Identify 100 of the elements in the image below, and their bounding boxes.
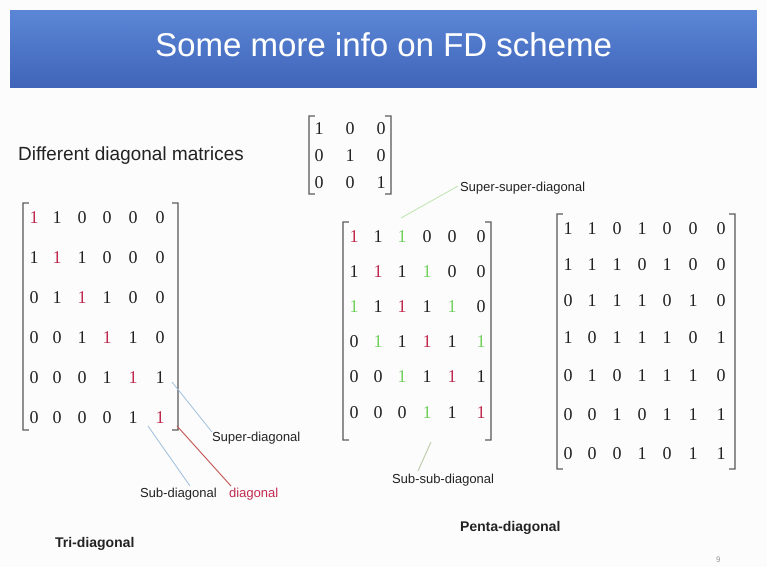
callout-label: Super-super-diagonal <box>460 180 586 193</box>
matrix-entry: 1 <box>638 328 646 346</box>
matrix-entry: 0 <box>612 366 622 384</box>
matrix-entry: 1 <box>52 288 62 306</box>
matrix-caption: Tri-diagonal <box>55 535 134 549</box>
matrix-entry: 1 <box>350 227 358 245</box>
matrix-entry: 0 <box>156 208 164 226</box>
matrix-entry: 1 <box>588 255 596 273</box>
matrix-entry: 0 <box>398 403 406 421</box>
matrix-entry: 1 <box>422 403 432 421</box>
matrix-entry: 0 <box>78 368 86 386</box>
matrix-entry: 1 <box>128 408 138 426</box>
matrix-entry: 0 <box>376 146 386 164</box>
matrix-entry: 1 <box>448 403 456 421</box>
leader-line <box>148 426 190 486</box>
matrix-entry: 0 <box>476 297 486 315</box>
matrix-entry: 1 <box>716 328 726 346</box>
matrix-entry: 1 <box>662 405 672 423</box>
matrix-entry: 1 <box>638 366 646 384</box>
matrix-entry: 1 <box>422 297 432 315</box>
matrix-entry: 1 <box>398 332 406 350</box>
matrix-entry: 0 <box>314 173 324 191</box>
heading-text: Different diagonal matrices <box>18 145 244 164</box>
matrix-entry: 0 <box>128 248 138 266</box>
matrix-entry: 0 <box>156 248 164 266</box>
leader-line <box>172 382 212 432</box>
matrix-entry: 1 <box>638 444 646 462</box>
matrix-entry: 1 <box>78 248 86 266</box>
matrix-entry: 0 <box>588 444 596 462</box>
matrix-entry: 0 <box>346 173 354 191</box>
matrix-entry: 1 <box>128 328 138 346</box>
matrix-entry: 0 <box>102 248 112 266</box>
matrix-entry: 0 <box>588 405 596 423</box>
matrix-entry: 1 <box>374 227 382 245</box>
matrix-entry: 1 <box>78 288 86 306</box>
matrix-entry: 0 <box>350 403 358 421</box>
matrix-entry: 1 <box>52 208 62 226</box>
matrix-entry: 0 <box>376 119 386 137</box>
matrix-entry: 1 <box>30 248 38 266</box>
matrix-entry: 1 <box>612 328 622 346</box>
matrix-entry: 0 <box>716 366 726 384</box>
matrix-entry: 0 <box>662 219 672 237</box>
matrix-entry: 1 <box>638 219 646 237</box>
matrix-entry: 1 <box>398 262 406 280</box>
matrix-entry: 0 <box>156 288 164 306</box>
matrix-entry: 1 <box>716 444 726 462</box>
matrix-entry: 1 <box>78 328 86 346</box>
matrix-entry: 0 <box>30 408 38 426</box>
matrix-entry: 1 <box>398 227 406 245</box>
leader-line <box>418 442 432 472</box>
matrix-entry: 1 <box>448 367 456 385</box>
callout-label: diagonal <box>229 486 278 499</box>
matrix-entry: 1 <box>448 297 456 315</box>
matrix-entry: 1 <box>448 332 456 350</box>
callout-label: Sub-sub-diagonal <box>392 472 494 485</box>
matrix-entry: 0 <box>52 368 62 386</box>
leader-line <box>400 186 458 218</box>
matrix-entry: 1 <box>374 332 382 350</box>
matrix-entry: 1 <box>638 291 646 309</box>
matrix-entry: 0 <box>374 403 382 421</box>
matrix-entry: 0 <box>314 146 324 164</box>
matrix-entry: 1 <box>564 255 572 273</box>
matrix-entry: 0 <box>156 328 164 346</box>
matrix-entry: 0 <box>350 332 358 350</box>
matrix-entry: 1 <box>350 297 358 315</box>
matrix-entry: 0 <box>688 219 698 237</box>
matrix-entry: 0 <box>662 444 672 462</box>
matrix-entry: 1 <box>374 262 382 280</box>
matrix-entry: 1 <box>102 288 112 306</box>
matrix-entry: 0 <box>564 366 572 384</box>
matrix-entry: 0 <box>346 119 354 137</box>
matrix-entry: 0 <box>638 255 646 273</box>
matrix-entry: 1 <box>350 262 358 280</box>
matrix-entry: 0 <box>476 227 486 245</box>
matrix-entry: 0 <box>128 208 138 226</box>
matrix-entry: 0 <box>638 405 646 423</box>
matrix-entry: 1 <box>688 444 698 462</box>
matrix-entry: 0 <box>78 408 86 426</box>
matrix-entry: 1 <box>374 297 382 315</box>
matrix-entry: 0 <box>612 219 622 237</box>
callout-label: Sub-diagonal <box>140 486 217 499</box>
matrix-entry: 1 <box>564 219 572 237</box>
matrix-entry: 0 <box>448 227 456 245</box>
matrix-entry: 0 <box>588 328 596 346</box>
matrix-entry: 1 <box>128 368 138 386</box>
matrix-entry: 0 <box>102 208 112 226</box>
matrix-entry: 1 <box>422 332 432 350</box>
matrix-entry: 1 <box>156 408 164 426</box>
matrix-entry: 1 <box>476 332 486 350</box>
matrix-entry: 1 <box>376 173 386 191</box>
matrix-entry: 0 <box>716 219 726 237</box>
matrix-entry: 1 <box>476 403 486 421</box>
matrix-entry: 0 <box>564 444 572 462</box>
matrix-entry: 1 <box>688 291 698 309</box>
matrix-entry: 1 <box>662 255 672 273</box>
matrix-entry: 1 <box>476 367 486 385</box>
matrix-entry: 0 <box>476 262 486 280</box>
matrix-entry: 1 <box>716 405 726 423</box>
matrix-entry: 0 <box>350 367 358 385</box>
matrix-entry: 1 <box>588 291 596 309</box>
